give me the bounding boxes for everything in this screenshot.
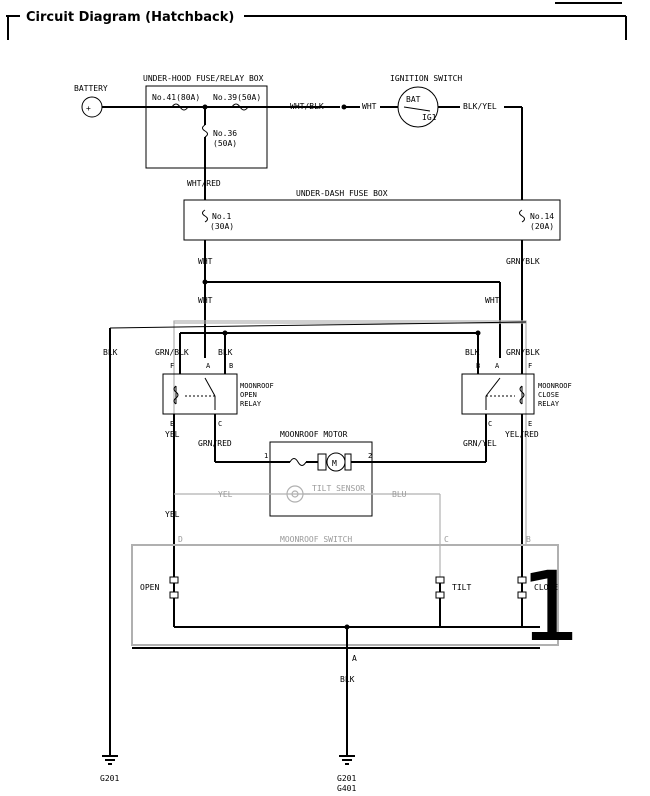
tilt-button-label: TILT (452, 583, 471, 592)
fuse39-label: No.39(50A) (213, 93, 261, 102)
close-button-label: CLOSE (534, 583, 558, 592)
pin-f-close: F (528, 362, 532, 370)
wire-blk-open: BLK (218, 348, 233, 357)
pin-e-open: E (170, 420, 174, 428)
motor-symbol: M (332, 459, 337, 468)
ignition-switch-label: IGNITION SWITCH (390, 74, 462, 83)
svg-text:+: + (86, 104, 91, 113)
wire-yel-3: YEL (165, 510, 180, 519)
wire-wht-1: WHT (198, 257, 213, 266)
fuse1-no: No.1 (212, 212, 231, 221)
wire-wht-3: WHT (485, 296, 500, 305)
underhood-fuse-box: UNDER-HOOD FUSE/RELAY BOX No.41(80A) No.… (143, 74, 268, 169)
motor-pin-2: 2 (368, 452, 372, 460)
moonroof-open-relay: GRN/BLK BLK F A B E C MOONROOF OPEN RELA… (155, 333, 274, 428)
underdash-fuse-box: UNDER-DASH FUSE BOX No.1 (30A) No.14 (20… (183, 189, 561, 241)
wire-grn-blk-close: GRN/BLK (506, 348, 540, 357)
wire-grn-yel: GRN/YEL (463, 439, 497, 448)
underdash-box-label: UNDER-DASH FUSE BOX (296, 189, 388, 198)
diagram-title: Circuit Diagram (Hatchback) (26, 10, 234, 25)
wire-grn-blk-1: GRN/BLK (506, 257, 540, 266)
tilt-sensor-label: TILT SENSOR (312, 484, 365, 493)
fuse14-amp: (20A) (530, 222, 554, 231)
switch-pin-b: B (526, 535, 531, 544)
open-relay-line1: MOONROOF (240, 382, 274, 390)
wire-wht-top: WHT (362, 102, 377, 111)
wire-yel-red: YEL/RED (505, 430, 539, 439)
moonroof-switch: MOONROOF SWITCH D C B OPEN TILT CLOSE (131, 535, 559, 649)
wire-yel-2: YEL (218, 490, 233, 499)
bat-terminal: BAT (406, 95, 421, 104)
wire-grn-blk-open: GRN/BLK (155, 348, 189, 357)
ground-g201-center: G201 (337, 774, 356, 783)
underhood-box-label: UNDER-HOOD FUSE/RELAY BOX (143, 74, 264, 83)
switch-pin-c: C (444, 535, 449, 544)
switch-pin-d: D (178, 535, 183, 544)
tilt-sensor: TILT SENSOR (286, 484, 365, 503)
fuse36-amp: (50A) (213, 139, 237, 148)
pin-e-close: E (528, 420, 532, 428)
switch-title: MOONROOF SWITCH (280, 535, 352, 544)
ground-g401: G401 (337, 784, 356, 793)
wire-blu: BLU (392, 490, 407, 499)
close-relay-line1: MOONROOF (538, 382, 572, 390)
header-frame: Circuit Diagram (Hatchback) (6, 2, 627, 40)
wire-yel-1: YEL (165, 430, 180, 439)
pin-b-close: B (476, 362, 480, 370)
open-relay-line3: RELAY (240, 400, 262, 408)
close-relay-line2: CLOSE (538, 391, 559, 399)
wire-wht-red: WHT/RED (187, 179, 221, 188)
fuse36-no: No.36 (213, 129, 237, 138)
ground-g201-left: G201 (100, 774, 119, 783)
wire-grn-red: GRN/RED (198, 439, 232, 448)
wire-wht-2: WHT (198, 296, 213, 305)
wire-blk-close: BLK (465, 348, 480, 357)
pin-f-open: F (170, 362, 174, 370)
pin-a-close: A (495, 362, 500, 370)
open-button-label: OPEN (140, 583, 159, 592)
ignition-switch: IGNITION SWITCH BAT IG1 (390, 74, 462, 128)
pin-b-open: B (229, 362, 233, 370)
wire-wht-blk: WHT/BLK (290, 102, 324, 111)
wire-blk-yel: BLK/YEL (463, 102, 497, 111)
switch-pin-a: A (352, 654, 357, 663)
ground-symbol-left (102, 755, 118, 765)
close-relay-line3: RELAY (538, 400, 560, 408)
moonroof-motor: MOONROOF MOTOR 1 2 M (264, 430, 373, 517)
pin-c-close: C (488, 420, 492, 428)
pin-a-open: A (206, 362, 211, 370)
open-relay-line2: OPEN (240, 391, 257, 399)
ground-symbol-center (339, 755, 355, 765)
overlay-number: 1 (520, 551, 581, 663)
ig1-terminal: IG1 (422, 113, 437, 122)
motor-pin-1: 1 (264, 452, 268, 460)
wire-blk-left: BLK (103, 348, 118, 357)
battery-symbol: + BATTERY (74, 84, 108, 118)
pin-c-open: C (218, 420, 222, 428)
fuse41-label: No.41(80A) (152, 93, 200, 102)
fuse14-no: No.14 (530, 212, 554, 221)
motor-title: MOONROOF MOTOR (280, 430, 348, 439)
fuse1-amp: (30A) (210, 222, 234, 231)
wire-blk-bottom: BLK (340, 675, 355, 684)
moonroof-close-relay: BLK GRN/BLK B A F C E MOONROOF CLOSE REL… (461, 333, 572, 428)
battery-label: BATTERY (74, 84, 108, 93)
